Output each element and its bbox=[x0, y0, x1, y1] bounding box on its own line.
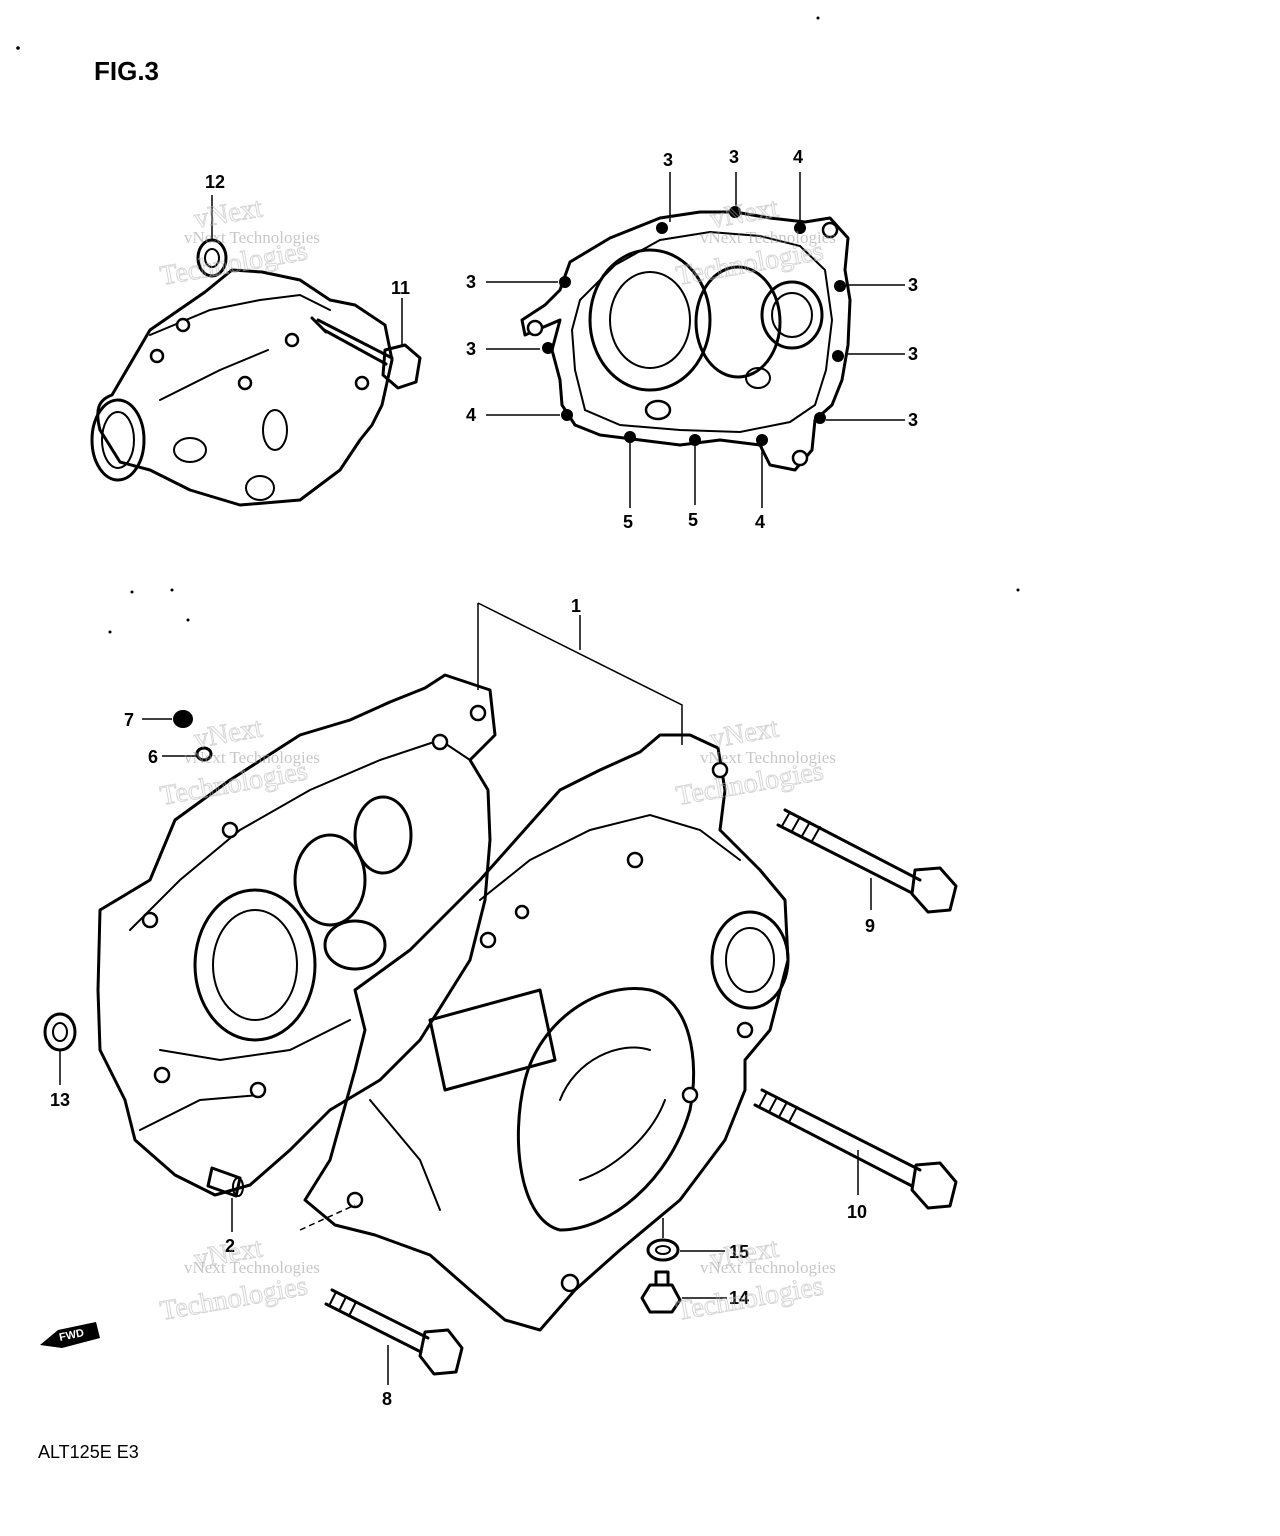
callout-3-right-lower: 3 bbox=[908, 410, 918, 430]
callout-3-left-lower: 3 bbox=[466, 339, 476, 359]
callout-4-top: 4 bbox=[793, 147, 803, 167]
callout-4-bottom: 4 bbox=[755, 512, 765, 532]
dowel-pin-2 bbox=[206, 1166, 244, 1198]
fwd-arrow-icon: FWD bbox=[40, 1322, 100, 1348]
callout-3-top-mid: 3 bbox=[729, 147, 739, 167]
callout-15: 15 bbox=[729, 1242, 749, 1262]
watermark-bottom-right: vNext vNext Technologies Technologies bbox=[673, 1232, 836, 1327]
plug-7 bbox=[173, 710, 193, 728]
callout-3-right-upper: 3 bbox=[908, 275, 918, 295]
watermark-company: vNext Technologies bbox=[184, 748, 320, 767]
watermark-word: Technologies bbox=[674, 1271, 826, 1327]
callout-5-left: 5 bbox=[623, 512, 633, 532]
callout-12: 12 bbox=[205, 172, 225, 192]
crankcase-right-half bbox=[303, 733, 790, 1332]
watermark-mid-right: vNext vNext Technologies Technologies bbox=[673, 712, 836, 812]
callout-5-right: 5 bbox=[688, 510, 698, 530]
watermark-word: Technologies bbox=[158, 1271, 310, 1327]
callout-4-left: 4 bbox=[466, 405, 476, 425]
watermark-company: vNext Technologies bbox=[184, 228, 320, 247]
bolt-8 bbox=[324, 1288, 464, 1376]
leader-lines bbox=[59, 172, 905, 1385]
figure-title: FIG.3 bbox=[94, 56, 159, 86]
bolt-11 bbox=[310, 316, 422, 390]
callout-3-left-upper: 3 bbox=[466, 272, 476, 292]
watermark-company: vNext Technologies bbox=[700, 1258, 836, 1277]
callout-labels: 1 2 3 3 3 3 3 3 3 4 4 4 5 5 6 7 8 9 10 1… bbox=[50, 147, 918, 1409]
callout-3-right-mid: 3 bbox=[908, 344, 918, 364]
callout-13: 13 bbox=[50, 1090, 70, 1110]
model-code: ALT125E E3 bbox=[38, 1442, 139, 1462]
seal-13 bbox=[43, 1012, 77, 1052]
bolt-6 bbox=[195, 746, 213, 762]
fwd-label: FWD bbox=[58, 1327, 85, 1344]
scan-specks bbox=[16, 16, 1020, 634]
rear-gear-case bbox=[90, 268, 394, 507]
callout-8: 8 bbox=[382, 1389, 392, 1409]
watermark-bottom-left: vNext vNext Technologies Technologies bbox=[157, 1232, 320, 1327]
callout-7: 7 bbox=[124, 710, 134, 730]
washer-15 bbox=[646, 1238, 680, 1262]
watermark-top-left: vNext vNext Technologies Technologies bbox=[157, 192, 320, 292]
callout-10: 10 bbox=[847, 1202, 867, 1222]
bolt-9 bbox=[776, 808, 958, 914]
watermark-company: vNext Technologies bbox=[700, 748, 836, 767]
callout-3-top-left: 3 bbox=[663, 150, 673, 170]
watermark-company: vNext Technologies bbox=[184, 1258, 320, 1277]
callout-11: 11 bbox=[391, 278, 410, 298]
bolt-10 bbox=[753, 1088, 958, 1210]
callout-6: 6 bbox=[148, 747, 158, 767]
callout-14: 14 bbox=[729, 1288, 749, 1308]
crankcase-cover bbox=[520, 206, 852, 472]
drain-plug-14 bbox=[640, 1270, 682, 1314]
watermark-company: vNext Technologies bbox=[700, 228, 836, 247]
watermark-top-right: vNext vNext Technologies Technologies bbox=[673, 192, 836, 292]
callout-9: 9 bbox=[865, 916, 875, 936]
callout-1: 1 bbox=[571, 596, 581, 616]
callout-2: 2 bbox=[225, 1236, 235, 1256]
